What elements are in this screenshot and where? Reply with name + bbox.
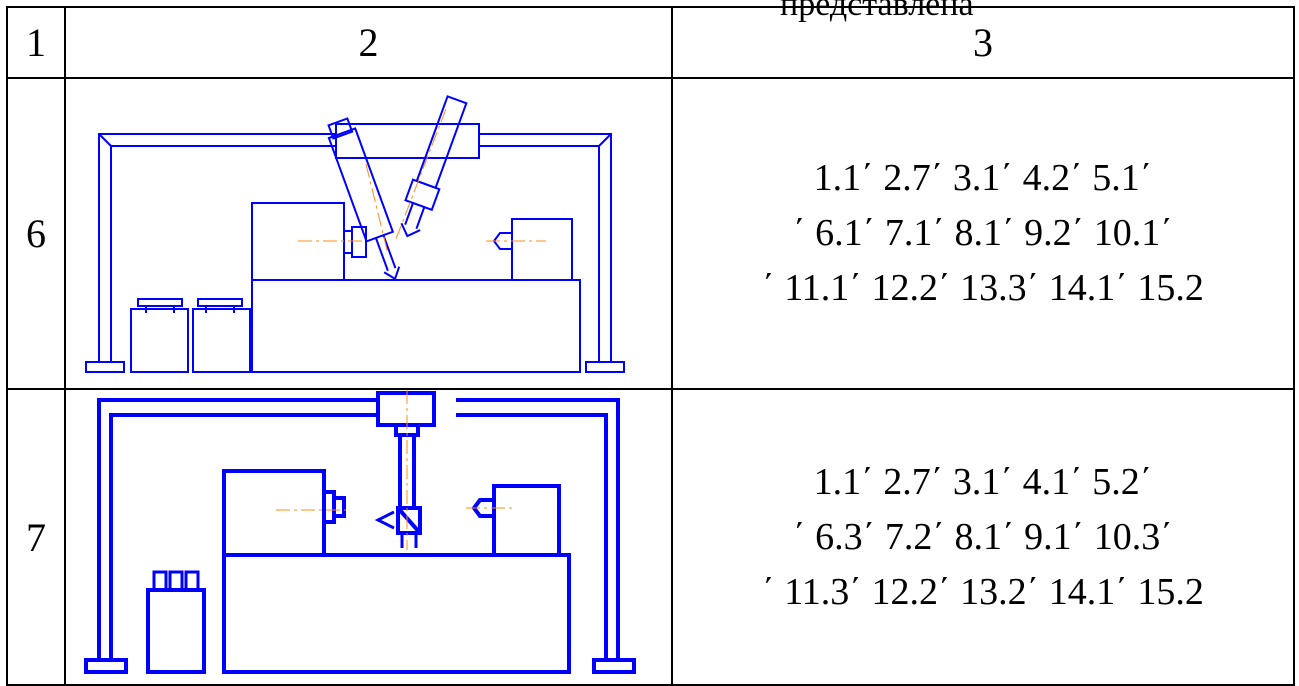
table-row: 6 [6,77,1295,390]
header-col-1: 1 [6,6,66,79]
code-line: ΄ 6.3΄ 7.2΄ 8.1΄ 9.1΄ 10.3΄ [793,515,1173,558]
robot-machine-drawing-7 [84,390,636,674]
table-header-row: 1 2 3 [6,6,1295,79]
code-line: 1.1΄ 2.7΄ 3.1΄ 4.2΄ 5.1΄ [813,157,1153,199]
code-line: ΄ 11.1΄ 12.2΄ 13.3΄ 14.1΄ 15.2 [762,267,1204,309]
row-number: 7 [6,388,66,686]
codes-cell: 1.1΄ 2.7΄ 3.1΄ 4.1΄ 5.2΄ ΄ 6.3΄ 7.2΄ 8.1… [671,388,1295,686]
header-col-3: 3 [671,6,1295,79]
table-row: 7 [6,388,1295,686]
header-col-2: 2 [64,6,673,79]
drawing-cell [64,77,673,390]
code-line: ΄ 6.1΄ 7.1΄ 8.1΄ 9.2΄ 10.1΄ [793,212,1173,254]
drawing-cell [64,388,673,686]
schemes-table: 1 2 3 6 [6,6,1295,686]
robot-machine-drawing-6 [85,95,625,373]
code-line: 1.1΄ 2.7΄ 3.1΄ 4.1΄ 5.2΄ [813,460,1153,503]
codes-cell: 1.1΄ 2.7΄ 3.1΄ 4.2΄ 5.1΄ ΄ 6.1΄ 7.1΄ 8.1… [671,77,1295,390]
row-number: 6 [6,77,66,390]
code-line: ΄ 11.3΄ 12.2΄ 13.2΄ 14.1΄ 15.2 [762,570,1204,613]
